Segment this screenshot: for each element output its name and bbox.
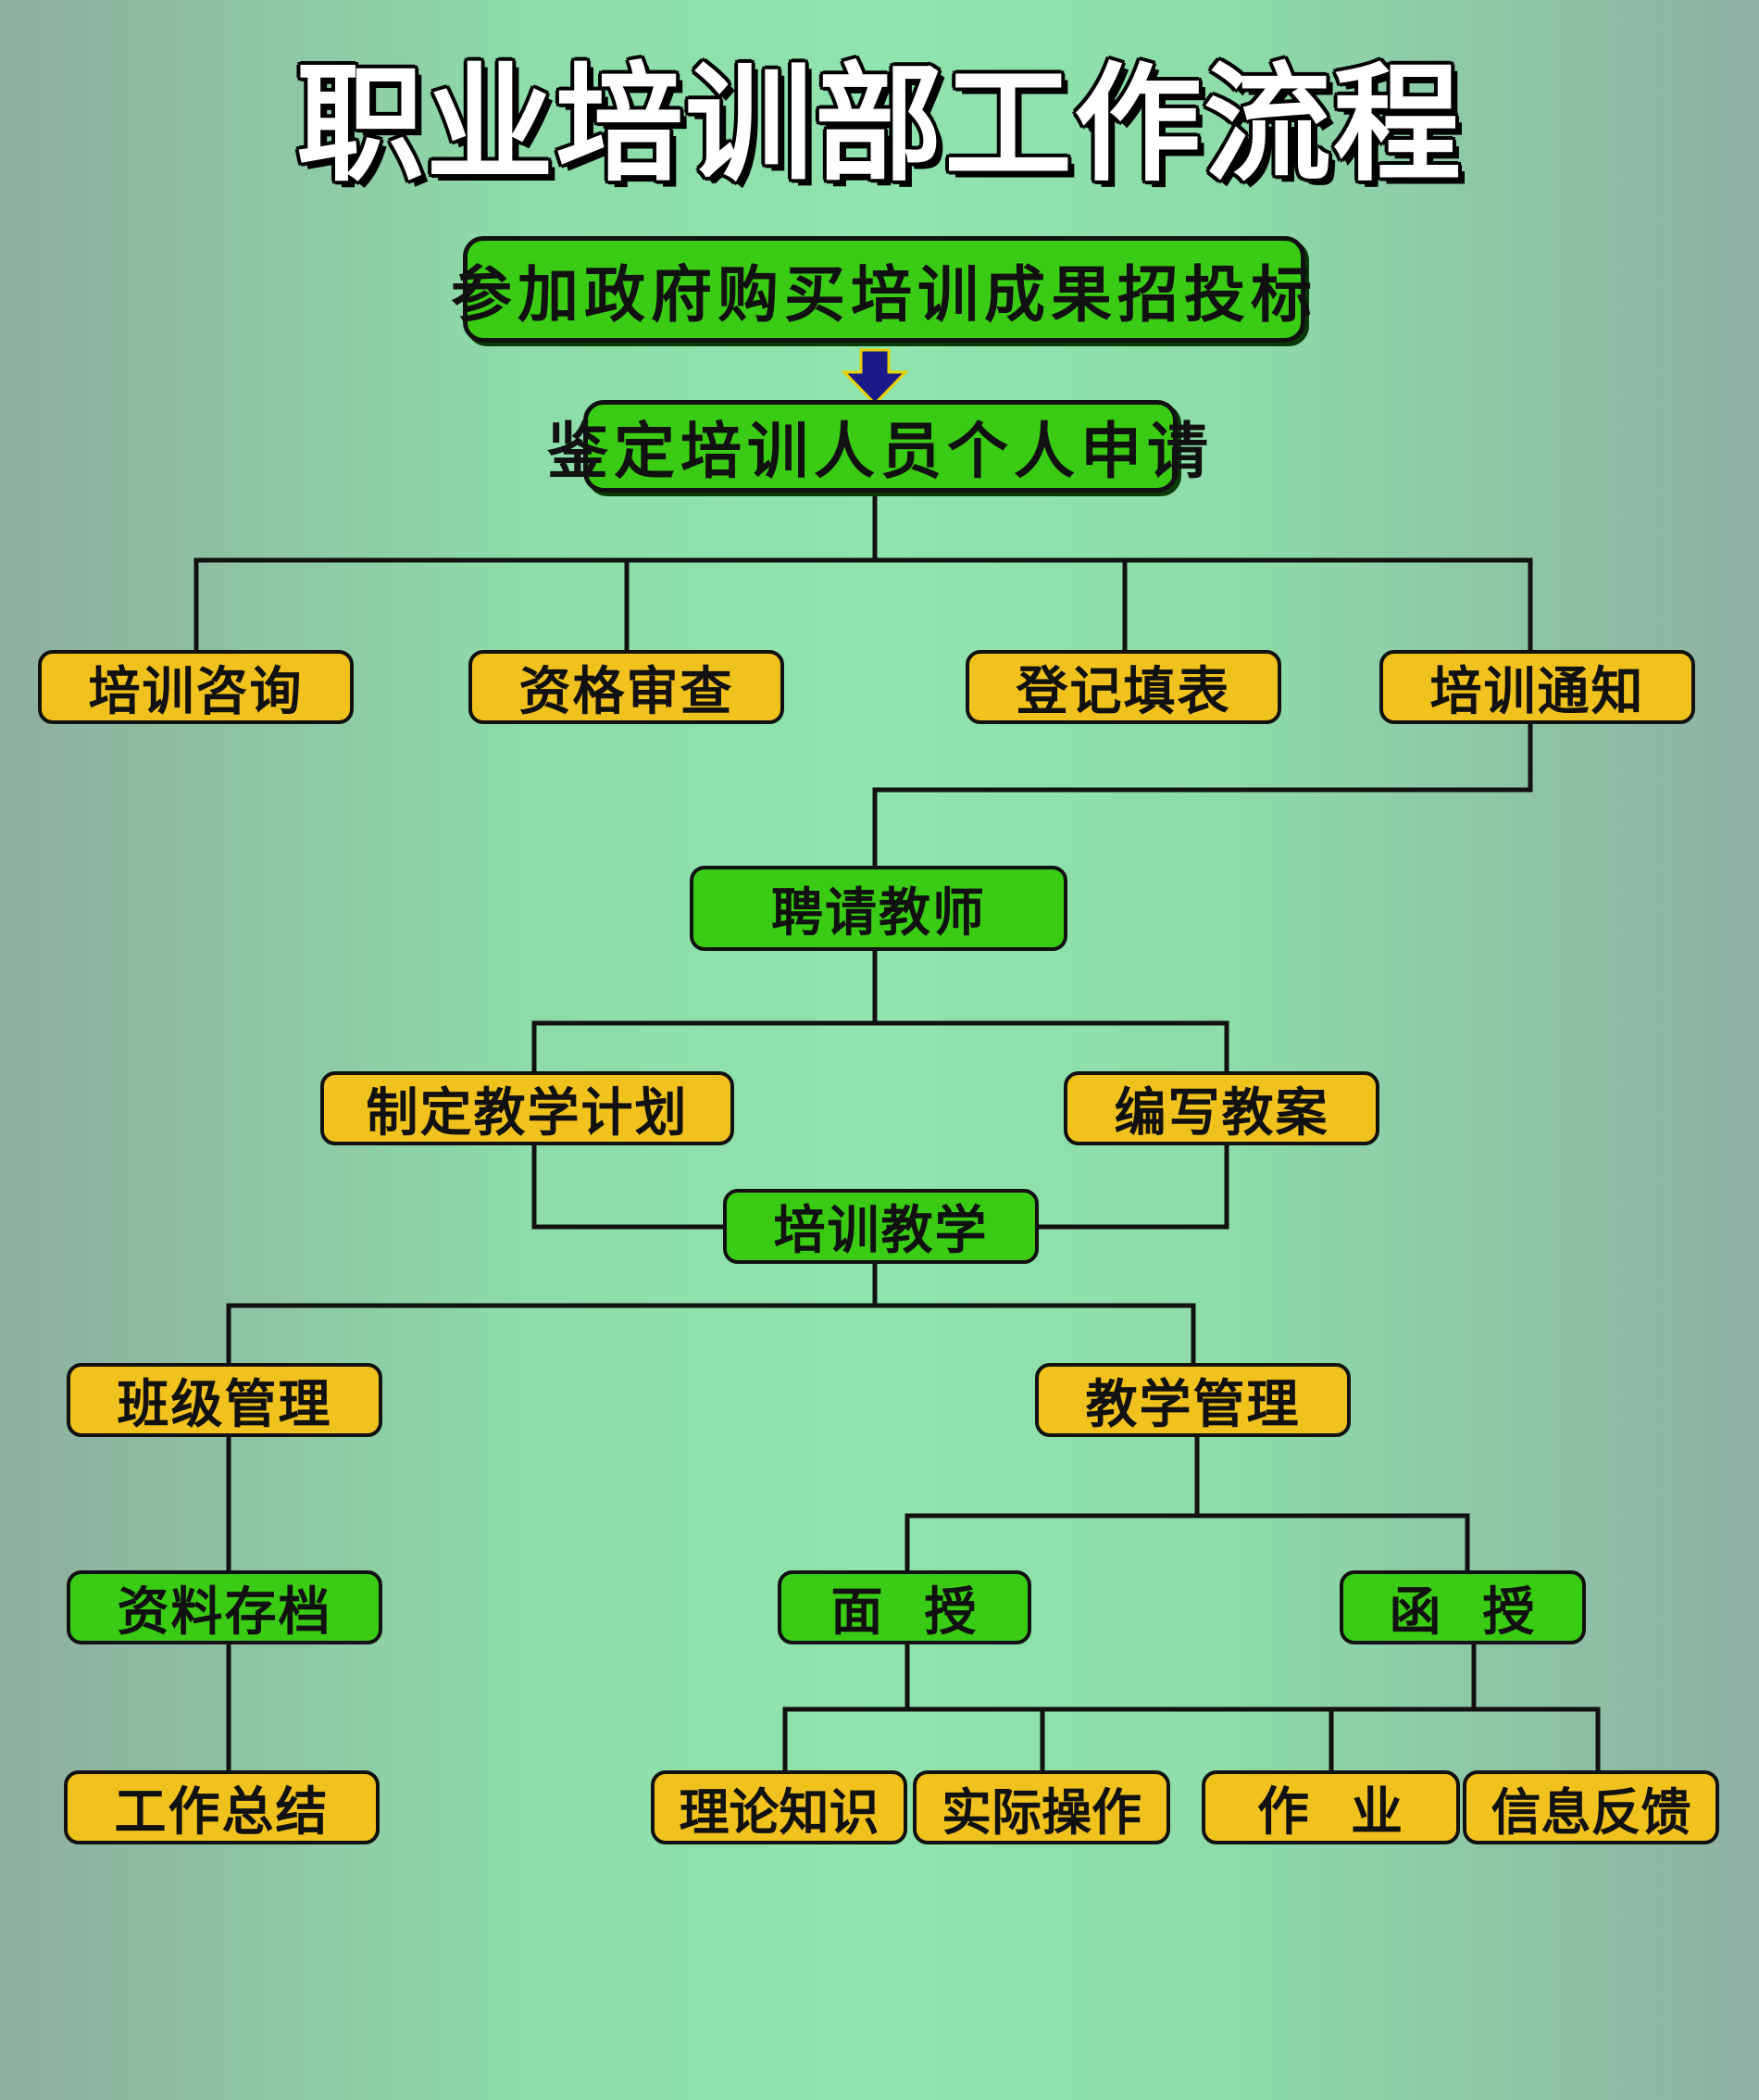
training-teaching-node: 培训教学: [723, 1189, 1039, 1264]
teaching-management-node: 教学管理: [1035, 1363, 1351, 1437]
face-teaching-node: 面 授: [778, 1570, 1031, 1644]
feedback-node: 信息反馈: [1463, 1770, 1719, 1844]
page-title: 职业培训部工作流程: [295, 50, 1463, 199]
lesson-plan-node: 编写教案: [1064, 1071, 1379, 1145]
application-node: 鉴定培训人员个人申请: [547, 400, 1208, 493]
consult-node: 培训咨询: [38, 650, 354, 724]
qualification-node: 资格审查: [468, 650, 784, 724]
down-arrow-icon: [841, 348, 909, 406]
hire-teacher-node: 聘请教师: [690, 866, 1067, 951]
archive-node: 资料存档: [67, 1570, 382, 1644]
teaching-plan-node: 制定教学计划: [320, 1071, 734, 1145]
summary-node: 工作总结: [64, 1770, 380, 1844]
class-management-node: 班级管理: [67, 1363, 382, 1437]
homework-node: 作 业: [1202, 1770, 1460, 1844]
notice-node: 培训通知: [1379, 650, 1695, 724]
tender-node: 参加政府购买培训成果招投标: [451, 236, 1312, 343]
practice-node: 实际操作: [913, 1770, 1170, 1844]
theory-node: 理论知识: [651, 1770, 907, 1844]
register-node: 登记填表: [966, 650, 1281, 724]
correspondence-node: 函 授: [1340, 1570, 1586, 1644]
